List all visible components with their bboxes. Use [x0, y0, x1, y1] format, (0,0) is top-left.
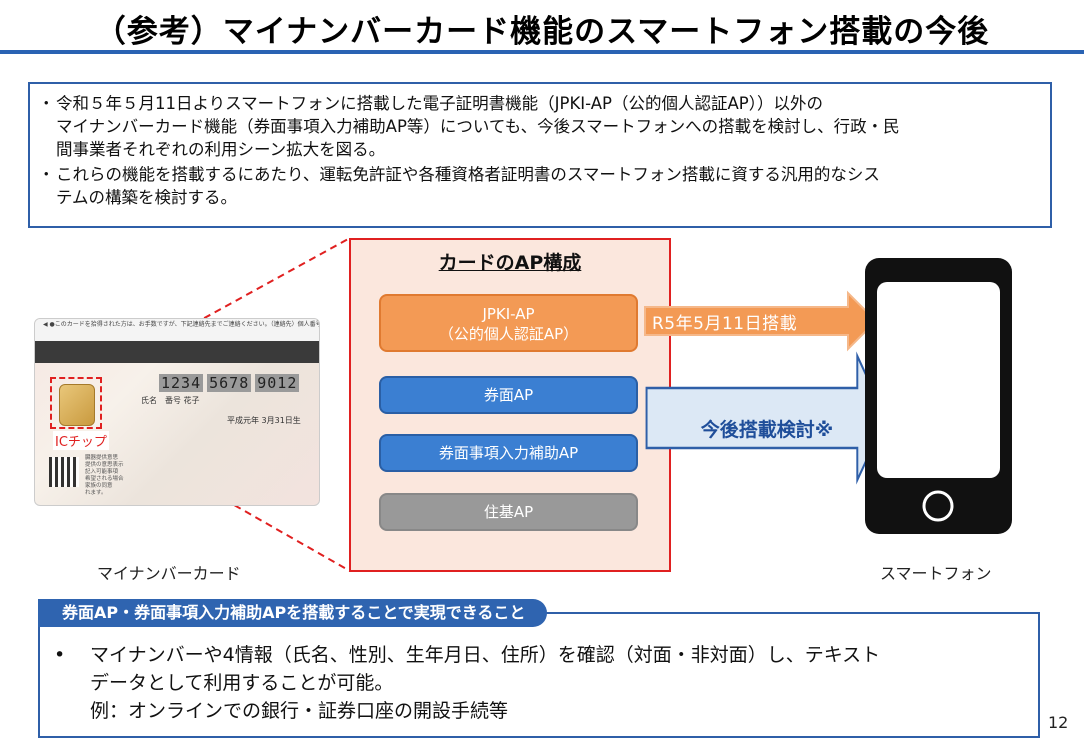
bottom-line-1: マイナンバーや4情報（氏名、性別、生年月日、住所）を確認（対面・非対面）し、テキ…: [90, 642, 880, 669]
ap-jpki-line-2: （公的個人認証AP）: [381, 324, 636, 344]
future-arrow-label: 今後搭載検討※: [652, 415, 882, 442]
ap-input-assist: 券面事項入力補助AP: [379, 434, 638, 472]
card-side-text: 臓器提供意思 提供の意思表示 記入可能事項 希望される場合 家族の同意 れます。: [85, 455, 124, 497]
card-number-group-3: 9012: [255, 374, 299, 392]
qr-code-icon: [49, 457, 79, 487]
card-birthdate: 平成元年 3月31日生: [227, 415, 301, 426]
page-number: 12: [1048, 713, 1068, 732]
card-name: 氏名 番号 花子: [141, 395, 200, 406]
ap-juki: 住基AP: [379, 493, 638, 531]
card-top-text: ◀ ●このカードを拾得された方は、お手数ですが、下記連絡先までご連絡ください。（…: [43, 321, 313, 329]
smartphone-caption: スマートフォン: [880, 560, 992, 584]
bottom-box: • マイナンバーや4情報（氏名、性別、生年月日、住所）を確認（対面・非対面）し、…: [38, 612, 1040, 738]
card-number-group-1: 1234: [159, 374, 203, 392]
loaded-arrow-label: R5年5月11日搭載: [652, 309, 852, 334]
ap-title: カードのAP構成: [349, 248, 671, 275]
bottom-line-2: データとして利用することが可能。: [90, 670, 393, 697]
my-number-card: ◀ ●このカードを拾得された方は、お手数ですが、下記連絡先までご連絡ください。（…: [34, 318, 320, 506]
ap-jpki: JPKI-AP （公的個人認証AP）: [379, 294, 638, 352]
bottom-tab-heading: 券面AP・券面事項入力補助APを搭載することで実現できること: [38, 599, 547, 627]
ap-kenmen: 券面AP: [379, 376, 638, 414]
card-number-group-2: 5678: [207, 374, 251, 392]
bottom-bullet-marker: •: [54, 642, 65, 669]
bottom-line-3: 例：オンラインでの銀行・証券口座の開設手続等: [90, 698, 508, 725]
ap-jpki-line-1: JPKI-AP: [381, 304, 636, 324]
ap-title-text: カードのAP構成: [439, 252, 582, 274]
card-caption: マイナンバーカード: [97, 560, 241, 584]
card-magnetic-strip: [35, 341, 319, 363]
smartphone-icon: [865, 258, 1012, 534]
ic-chip-label: ICチップ: [53, 431, 109, 450]
ic-chip-highlight: [50, 377, 102, 429]
